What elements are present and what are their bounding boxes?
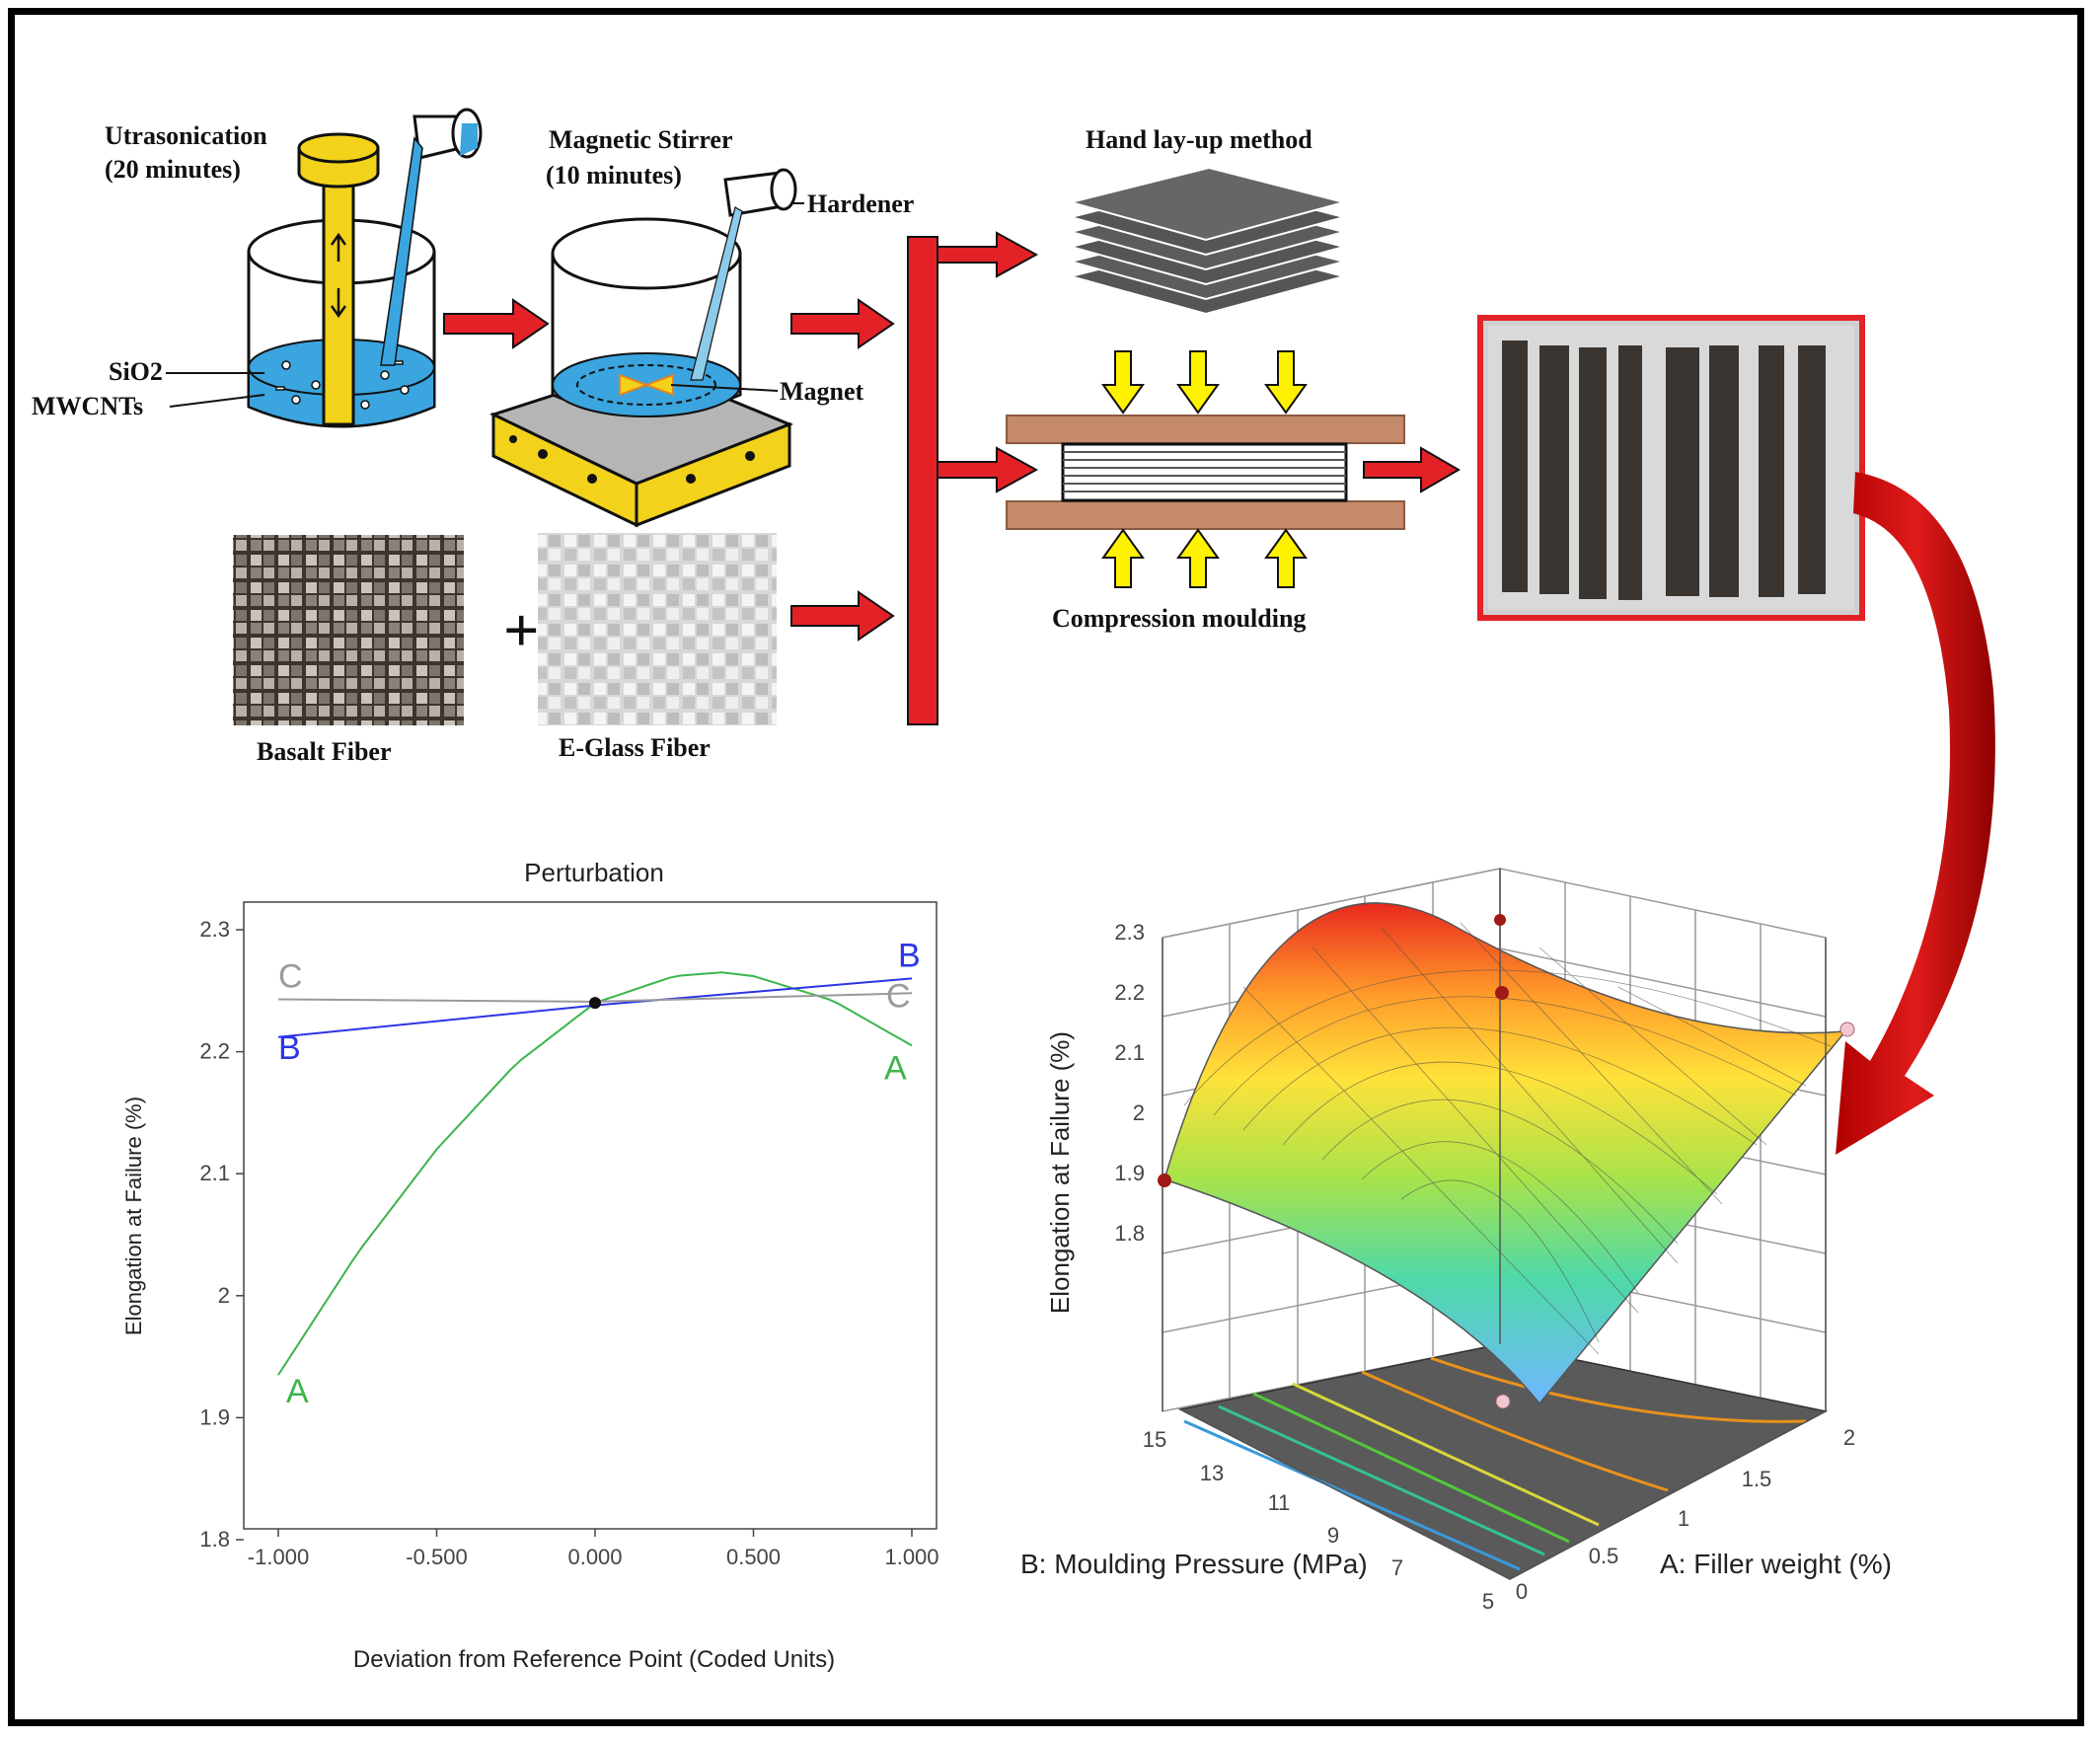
axes-box [1162,869,1827,1580]
x-tick-label: -1.000 [248,1545,309,1569]
hand-layup-label: Hand lay-up method [1086,125,1312,154]
mwcnts-label: MWCNTs [32,392,143,420]
y-axis-label: B: Moulding Pressure (MPa) [1020,1549,1368,1579]
z-tick-label: 2.2 [1114,980,1145,1005]
pouring-cup-icon [380,108,483,366]
curved-red-arrow [1836,472,1995,1155]
x-tick-label: 1.5 [1742,1467,1772,1491]
y-tick-label: 5 [1482,1589,1494,1614]
chart-title: Perturbation [524,858,664,887]
x-tick-label: 1.000 [884,1545,938,1569]
compression-press [1006,415,1405,530]
design-point [1495,1394,1511,1409]
process-arrow [937,446,1039,493]
design-point [1494,914,1506,926]
y-axis-label: Elongation at Failure (%) [121,1097,146,1335]
magnet-label: Magnet [780,377,864,406]
x-tick-label: -0.500 [406,1545,467,1569]
mwcnts-leader [169,394,265,408]
magnet-leader [670,384,779,392]
series-label-C: C [278,957,303,995]
compression-label: Compression moulding [1052,604,1306,633]
y-tick-label: 11 [1268,1490,1291,1515]
z-axis-label: Elongation at Failure (%) [1045,1031,1075,1314]
y-tick-label: 1.9 [199,1404,230,1429]
z-tick-label: 1.9 [1114,1161,1145,1185]
y-tick-label: 15 [1143,1427,1166,1452]
z-tick-label: 2.3 [1114,920,1145,945]
laminate-stack-icon [1067,166,1348,316]
y-tick-label: 13 [1200,1461,1224,1485]
ultrasonication-time: (20 minutes) [105,155,241,184]
x-tick-label: 0.500 [726,1545,781,1569]
ultrasonic-probe-icon [297,132,380,426]
surface-mesh [1183,922,1832,1355]
y-tick-label: 2.1 [199,1161,230,1185]
eglass-label: E-Glass Fiber [559,733,711,762]
response-surface [1163,902,1847,1405]
process-arrow [443,298,550,349]
y-tick-label: 1.8 [199,1527,230,1552]
magnetic-stirrer-label: Magnetic Stirrer [549,125,733,154]
reference-point [589,997,601,1010]
z-tick-label: 2 [1133,1100,1145,1125]
design-point [1839,1022,1855,1037]
y-tick-label: 2.2 [199,1039,230,1064]
press-arrows-down [1101,350,1308,415]
y-tick-label: 2.3 [199,917,230,942]
series-label-A: A [286,1373,309,1410]
series-label-A: A [884,1049,907,1087]
perturbation-chart: Perturbation 1.8 1.9 2 2.1 2.2 2.3 -1.000 -0.5… [121,858,939,1673]
design-point [1158,1174,1171,1187]
basalt-label: Basalt Fiber [257,737,392,766]
ultrasonication-label: Utrasonication [105,121,267,150]
plus-sign: + [503,595,539,665]
process-arrow [1363,446,1461,493]
series-label-B: B [278,1029,301,1067]
x-tick-label: 0 [1516,1579,1528,1604]
x-tick-label: 0.5 [1589,1544,1619,1568]
design-point [1495,986,1509,1000]
sio2-label: SiO2 [109,357,163,386]
y-tick-label: 9 [1327,1523,1339,1548]
x-axis-label: A: Filler weight (%) [1660,1549,1892,1579]
eglass-fiber-image [538,533,777,725]
tensile-specimens-photo [1477,315,1865,621]
z-tick-label: 2.1 [1114,1040,1145,1065]
series-label-B: B [898,937,921,974]
x-tick-label: 1 [1678,1506,1689,1531]
process-arrow [790,298,895,349]
z-tick-label: 1.8 [1114,1221,1145,1246]
press-arrows-up [1101,528,1308,588]
distribution-bar [907,236,938,725]
y-tick-label: 7 [1391,1555,1403,1580]
x-tick-label: 2 [1843,1425,1855,1450]
hardener-label: Hardener [807,189,914,218]
x-tick-label: 0.000 [567,1545,622,1569]
hardener-cup-icon [690,168,797,381]
process-arrow [790,590,895,642]
magnetic-stirrer-time: (10 minutes) [546,161,682,189]
floor-contours [1183,1356,1807,1571]
y-tick-label: 2 [218,1283,230,1308]
series-label-C: C [886,977,911,1015]
basalt-fiber-image [233,535,464,725]
process-arrow [937,231,1039,278]
surface-chart: 2.3 2.2 2.1 2 1.9 1.8 0 0.5 1 1.5 2 5 7 9 11 13 15 Elo… [1020,868,1892,1614]
x-axis-label: Deviation from Reference Point (Coded Un… [353,1646,835,1673]
